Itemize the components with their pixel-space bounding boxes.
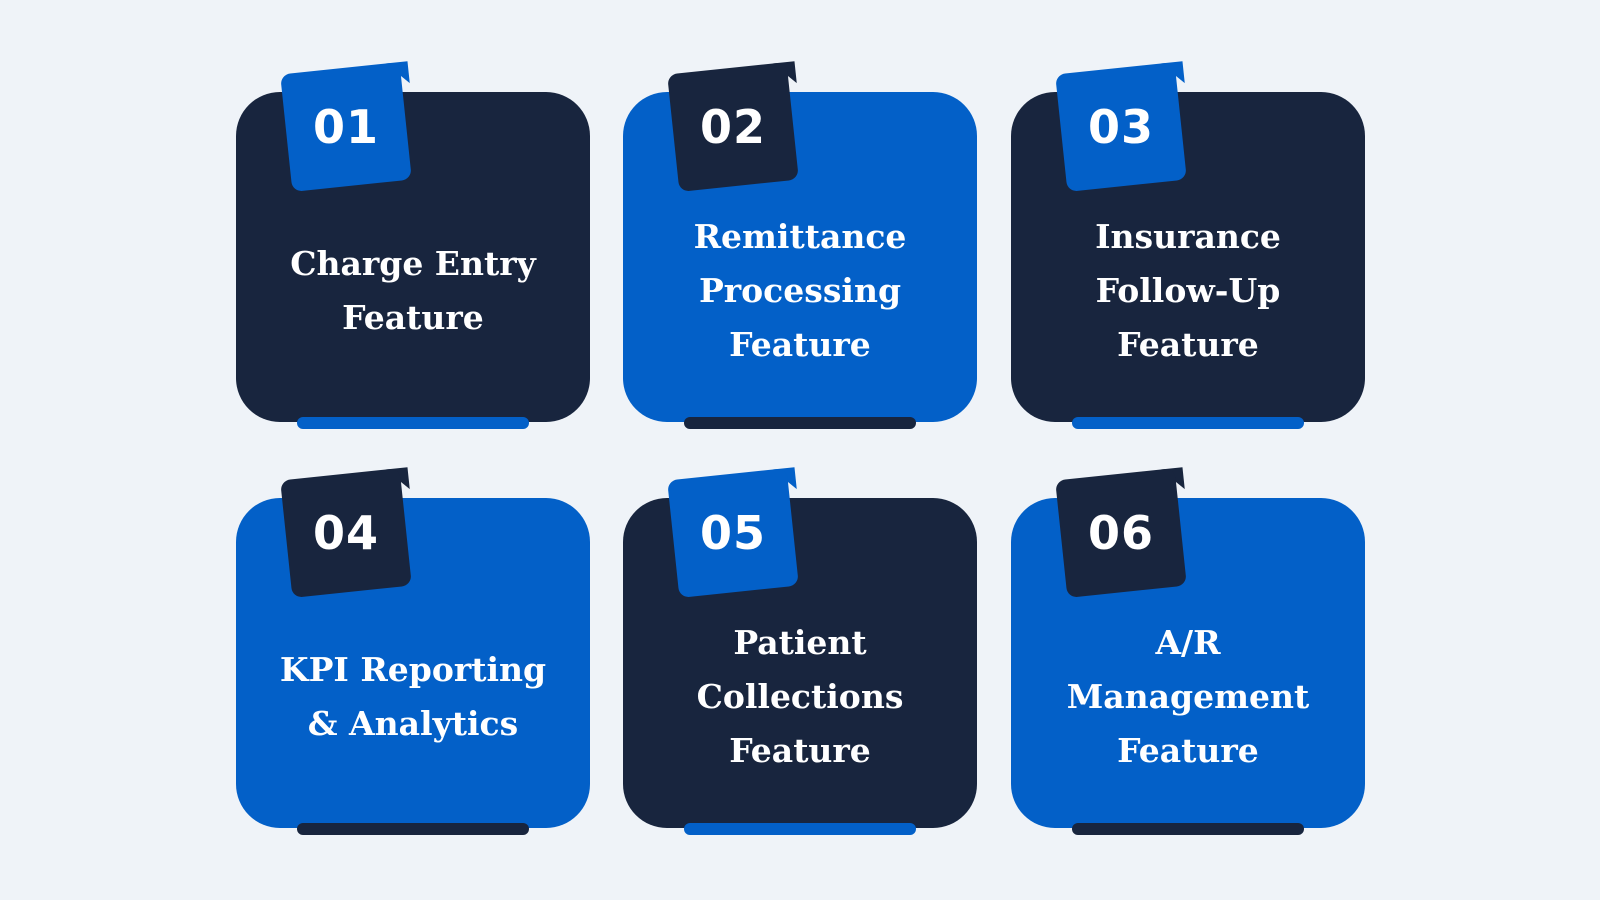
badge-number: 03 xyxy=(1087,100,1154,155)
card-accent-bar xyxy=(1072,823,1304,835)
feature-card-3: 03 Insurance Follow-Up Feature xyxy=(1011,61,1365,429)
number-badge: 02 xyxy=(667,61,800,192)
number-badge: 06 xyxy=(1055,467,1188,598)
badge-number: 05 xyxy=(699,506,767,561)
badge-number: 01 xyxy=(312,100,380,155)
number-badge: 04 xyxy=(280,467,413,598)
card-accent-bar xyxy=(297,417,529,429)
badge-number: 06 xyxy=(1087,506,1154,561)
number-badge: 01 xyxy=(280,61,413,192)
feature-title: Insurance Follow-Up Feature xyxy=(1095,217,1281,364)
feature-title: A/R Management Feature xyxy=(1066,623,1310,770)
badge-number: 02 xyxy=(699,100,767,155)
card-accent-bar xyxy=(1072,417,1304,429)
feature-title: Charge Entry Feature xyxy=(290,244,536,337)
number-badge: 05 xyxy=(667,467,800,598)
feature-card-4: 04 KPI Reporting & Analytics xyxy=(236,467,590,835)
feature-card-6: 06 A/R Management Feature xyxy=(1011,467,1365,835)
feature-card-2: 02 Remittance Processing Feature xyxy=(623,61,977,429)
number-badge: 03 xyxy=(1055,61,1188,192)
card-accent-bar xyxy=(684,417,916,429)
card-accent-bar xyxy=(297,823,529,835)
feature-card-5: 05 Patient Collections Feature xyxy=(623,467,977,835)
feature-card-1: 01 Charge Entry Feature xyxy=(236,61,590,429)
card-accent-bar xyxy=(684,823,916,835)
badge-number: 04 xyxy=(312,506,380,561)
feature-title: KPI Reporting & Analytics xyxy=(279,650,547,743)
feature-title: Remittance Processing Feature xyxy=(693,217,907,364)
feature-title: Patient Collections Feature xyxy=(696,623,904,770)
